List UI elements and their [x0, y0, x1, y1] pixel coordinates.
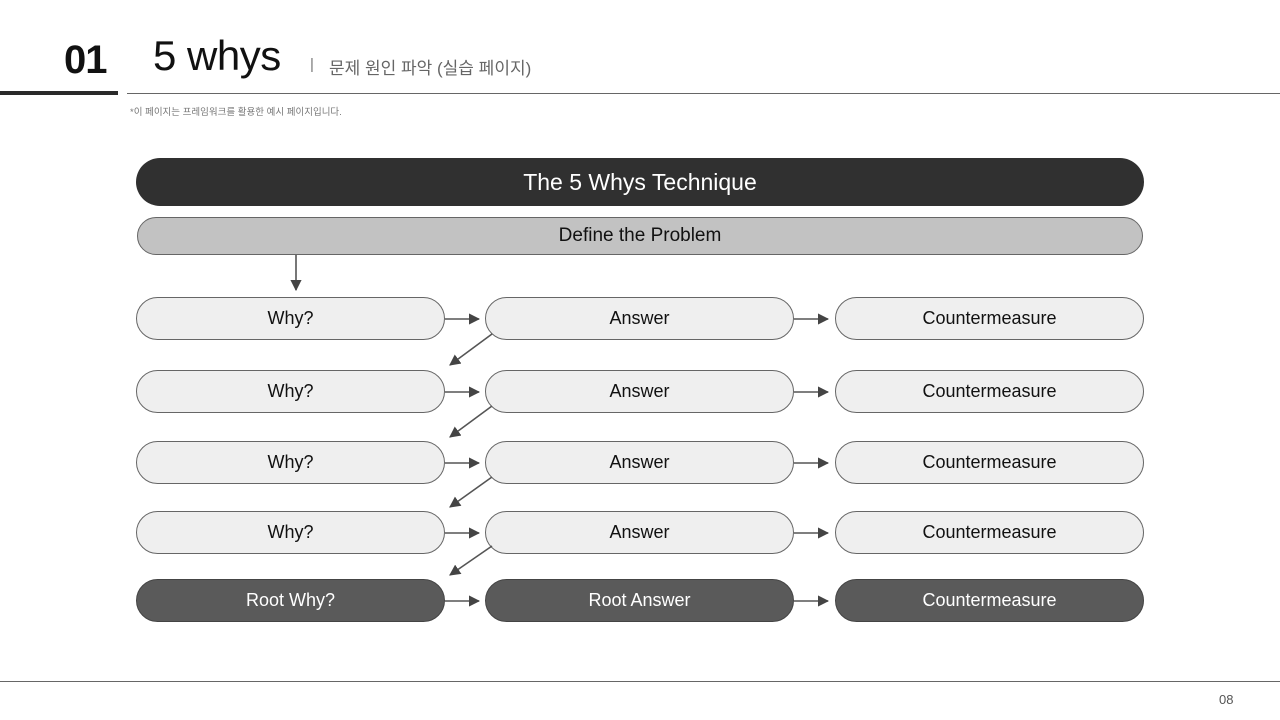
countermeasure-box-1: Countermeasure — [835, 297, 1144, 340]
why-label: Why? — [267, 452, 314, 472]
answer-box-4: Answer — [485, 511, 794, 554]
countermeasure-label: Countermeasure — [922, 381, 1057, 401]
diagram-title-bar: The 5 Whys Technique — [136, 158, 1144, 206]
arrow-diagonal-icon — [449, 476, 493, 508]
answer-label: Answer — [609, 452, 670, 472]
countermeasure-label: Countermeasure — [922, 590, 1057, 610]
root-countermeasure-box: Countermeasure — [835, 579, 1144, 622]
title-separator: | — [310, 56, 314, 73]
answer-label: Answer — [609, 308, 670, 328]
arrow-diagonal-icon — [449, 333, 493, 366]
page-title: 5 whys — [153, 32, 281, 79]
countermeasure-label: Countermeasure — [922, 308, 1057, 328]
diagram-title: The 5 Whys Technique — [523, 168, 757, 195]
countermeasure-label: Countermeasure — [922, 452, 1057, 472]
why-box-1: Why? — [136, 297, 445, 340]
define-problem-label: Define the Problem — [558, 225, 722, 246]
header-divider — [127, 93, 1280, 94]
why-label: Why? — [267, 308, 314, 328]
example-note: *이 페이지는 프레임워크를 활용한 예시 페이지입니다. — [130, 107, 342, 118]
root-answer-label: Root Answer — [588, 590, 691, 610]
root-why-label: Root Why? — [245, 590, 336, 610]
page-number: 08 — [1219, 692, 1234, 707]
section-number: 01 — [64, 38, 107, 82]
countermeasure-box-3: Countermeasure — [835, 441, 1144, 484]
answer-box-3: Answer — [485, 441, 794, 484]
answer-box-1: Answer — [485, 297, 794, 340]
why-box-4: Why? — [136, 511, 445, 554]
page-subtitle: 문제 원인 파악 (실습 페이지) — [329, 59, 532, 78]
arrow-diagonal-icon — [449, 405, 493, 438]
countermeasure-label: Countermeasure — [922, 522, 1057, 542]
answer-label: Answer — [609, 522, 670, 542]
arrow-diagonal-icon — [449, 545, 493, 576]
countermeasure-box-2: Countermeasure — [835, 370, 1144, 413]
why-label: Why? — [267, 381, 314, 401]
why-box-2: Why? — [136, 370, 445, 413]
answer-box-2: Answer — [485, 370, 794, 413]
root-why-box: Root Why? — [136, 579, 445, 622]
footer-divider — [0, 681, 1280, 682]
why-box-3: Why? — [136, 441, 445, 484]
header-accent-line — [0, 91, 118, 95]
answer-label: Answer — [609, 381, 670, 401]
define-problem-bar: Define the Problem — [137, 217, 1143, 255]
why-label: Why? — [267, 522, 314, 542]
root-answer-box: Root Answer — [485, 579, 794, 622]
countermeasure-box-4: Countermeasure — [835, 511, 1144, 554]
